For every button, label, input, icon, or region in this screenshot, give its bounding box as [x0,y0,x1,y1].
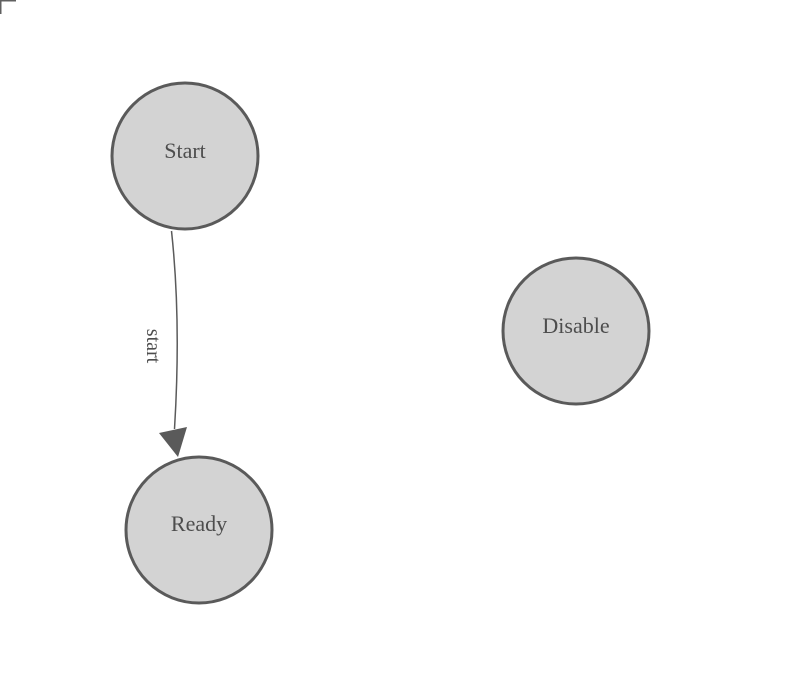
edge-label: start [142,329,164,364]
state-node-disable[interactable]: Disable [501,256,651,406]
edge-start-to-ready[interactable]: start [142,230,187,457]
state-label-ready: Ready [171,511,227,536]
canvas-origin-corner-mark [0,0,16,14]
state-circle-ready[interactable] [124,455,274,605]
state-label-start: Start [164,138,206,163]
state-label-disable: Disable [542,313,609,338]
state-node-ready[interactable]: Ready [124,455,274,605]
state-node-start[interactable]: Start [110,81,260,231]
state-circle-start[interactable] [110,81,260,231]
edge-path[interactable] [170,230,178,430]
edge-arrowhead-icon [159,427,187,457]
state-circle-disable[interactable] [501,256,651,406]
